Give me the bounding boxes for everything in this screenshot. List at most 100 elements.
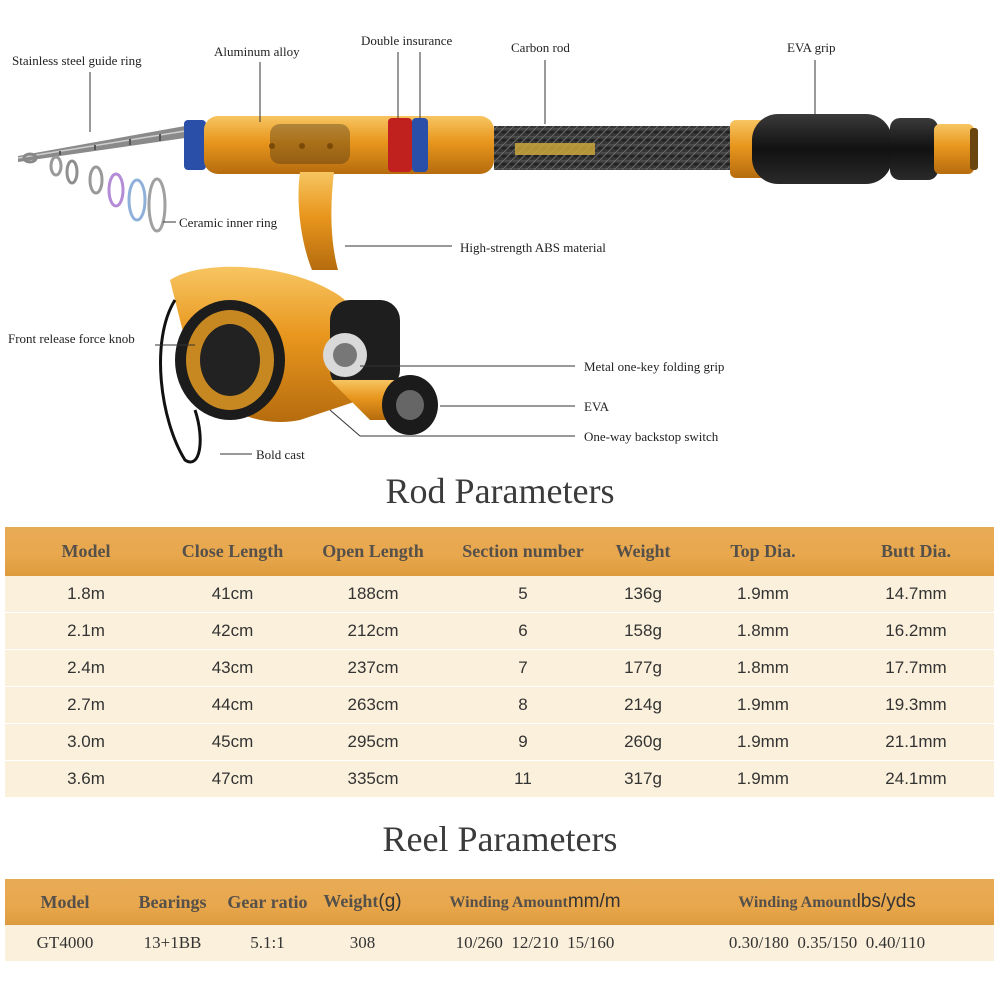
- col-header: Top Dia.: [730, 541, 796, 561]
- table-cell: 21.1mm: [838, 723, 994, 761]
- reel-parameters-table: Model Bearings Gear ratio Weight(g) Wind…: [5, 879, 994, 962]
- col-header: Open Length: [322, 541, 424, 561]
- table-row: 3.6m 47cm 335cm 11 317g 1.9mm 24.1mm: [5, 760, 994, 798]
- table-row: 2.1m 42cm 212cm 6 158g 1.8mm 16.2mm: [5, 612, 994, 650]
- table-cell: 158g: [598, 612, 688, 650]
- table-cell: 177g: [598, 649, 688, 687]
- col-header: Gear ratio: [227, 891, 308, 912]
- callout-front-knob: Front release force knob: [8, 331, 135, 346]
- col-header: Model: [61, 541, 111, 561]
- table-cell: 17.7mm: [838, 649, 994, 687]
- table-cell: 188cm: [298, 576, 448, 613]
- table-cell: 14.7mm: [838, 576, 994, 613]
- weight-unit: (g): [378, 891, 402, 912]
- winding-label: Winding Amount: [738, 894, 857, 911]
- table-cell: 1.8m: [5, 576, 167, 613]
- spinning-reel: [159, 266, 438, 464]
- table-row: 2.4m 43cm 237cm 7 177g 1.8mm 17.7mm: [5, 649, 994, 687]
- table-cell: 19.3mm: [838, 686, 994, 724]
- col-header: Model: [40, 891, 90, 912]
- table-cell: 47cm: [167, 760, 298, 798]
- table-cell: 260g: [598, 723, 688, 761]
- winding-label: Winding Amount: [449, 894, 568, 911]
- callout-carbon-rod: Carbon rod: [511, 40, 570, 55]
- table-cell: 10/260 12/210 15/160: [410, 925, 660, 962]
- eva-grip: [752, 114, 892, 184]
- table-cell: 13+1BB: [125, 925, 220, 962]
- guide-rings: [22, 152, 167, 233]
- callout-bold-cast: Bold cast: [256, 447, 305, 462]
- table-cell: 9: [448, 723, 598, 761]
- col-header: Weight: [615, 541, 671, 561]
- table-row: 3.0m 45cm 295cm 9 260g 1.9mm 21.1mm: [5, 723, 994, 761]
- col-header-winding-lbs: Winding Amountlbs/yds: [660, 879, 994, 925]
- table-cell: 44cm: [167, 686, 298, 724]
- table-cell: 2.4m: [5, 649, 167, 687]
- callout-double-insurance: Double insurance: [361, 33, 453, 48]
- callout-eva-grip: EVA grip: [787, 40, 836, 55]
- table-cell: 42cm: [167, 612, 298, 650]
- table-cell: 5.1:1: [220, 925, 315, 962]
- red-ring: [388, 118, 412, 172]
- table-cell: 16.2mm: [838, 612, 994, 650]
- table-cell: 43cm: [167, 649, 298, 687]
- weight-label: Weight: [323, 891, 379, 911]
- table-cell: 3.6m: [5, 760, 167, 798]
- fishing-rod-illustration: [17, 52, 978, 464]
- table-cell: 3.0m: [5, 723, 167, 761]
- table-cell: 237cm: [298, 649, 448, 687]
- table-cell: 6: [448, 612, 598, 650]
- table-cell: 1.8mm: [688, 649, 838, 687]
- callout-backstop-switch: One-way backstop switch: [584, 429, 719, 444]
- callout-aluminum-alloy: Aluminum alloy: [214, 44, 300, 59]
- table-cell: 214g: [598, 686, 688, 724]
- table-cell: 136g: [598, 576, 688, 613]
- rod-tip: [17, 126, 186, 162]
- table-cell: 24.1mm: [838, 760, 994, 798]
- table-cell: 2.1m: [5, 612, 167, 650]
- table-row: 2.7m 44cm 263cm 8 214g 1.9mm 19.3mm: [5, 686, 994, 724]
- table-cell: 5: [448, 576, 598, 613]
- table-cell: 1.9mm: [688, 686, 838, 724]
- callout-folding-grip: Metal one-key folding grip: [584, 359, 725, 374]
- table-cell: 0.30/180 0.35/150 0.40/110: [660, 925, 994, 962]
- blue-ring-2: [412, 118, 428, 172]
- col-header: Close Length: [181, 541, 284, 561]
- table-cell: 212cm: [298, 612, 448, 650]
- col-header-weight: Weight(g): [315, 879, 410, 925]
- rod-parameters-title: Rod Parameters: [385, 471, 615, 511]
- table-cell: 2.7m: [5, 686, 167, 724]
- callout-eva: EVA: [584, 399, 610, 414]
- table-cell: 317g: [598, 760, 688, 798]
- table-cell: 7: [448, 649, 598, 687]
- reel-table-header: Model Bearings Gear ratio Weight(g) Wind…: [5, 879, 994, 925]
- winding-unit-lbs: lbs/yds: [856, 891, 916, 912]
- callout-guide-ring: Stainless steel guide ring: [12, 53, 142, 68]
- table-cell: 295cm: [298, 723, 448, 761]
- table-cell: 1.8mm: [688, 612, 838, 650]
- table-cell: 8: [448, 686, 598, 724]
- table-cell: 41cm: [167, 576, 298, 613]
- callout-ceramic-ring: Ceramic inner ring: [179, 215, 278, 230]
- table-cell: 11: [448, 760, 598, 798]
- col-header: Bearings: [138, 891, 207, 912]
- table-cell: 1.9mm: [688, 760, 838, 798]
- callout-abs-material: High-strength ABS material: [460, 240, 606, 255]
- table-cell: 308: [315, 925, 410, 962]
- table-row: GT4000 13+1BB 5.1:1 308 10/260 12/210 15…: [5, 925, 994, 962]
- col-header: Section number: [462, 541, 584, 561]
- rod-parameters-table: Model Close Length Open Length Section n…: [5, 527, 994, 798]
- rod-table-header: Model Close Length Open Length Section n…: [5, 527, 994, 576]
- col-header-winding-mm: Winding Amountmm/m: [410, 879, 660, 925]
- blue-ring: [184, 120, 206, 170]
- table-row: 1.8m 41cm 188cm 5 136g 1.9mm 14.7mm: [5, 576, 994, 613]
- reel-stem: [298, 172, 338, 270]
- reel-parameters-title: Reel Parameters: [382, 819, 618, 859]
- col-header: Butt Dia.: [880, 541, 951, 561]
- table-cell: 263cm: [298, 686, 448, 724]
- winding-unit-mm: mm/m: [567, 891, 621, 912]
- table-cell: 1.9mm: [688, 723, 838, 761]
- table-cell: 335cm: [298, 760, 448, 798]
- table-cell: 1.9mm: [688, 576, 838, 613]
- table-cell: 45cm: [167, 723, 298, 761]
